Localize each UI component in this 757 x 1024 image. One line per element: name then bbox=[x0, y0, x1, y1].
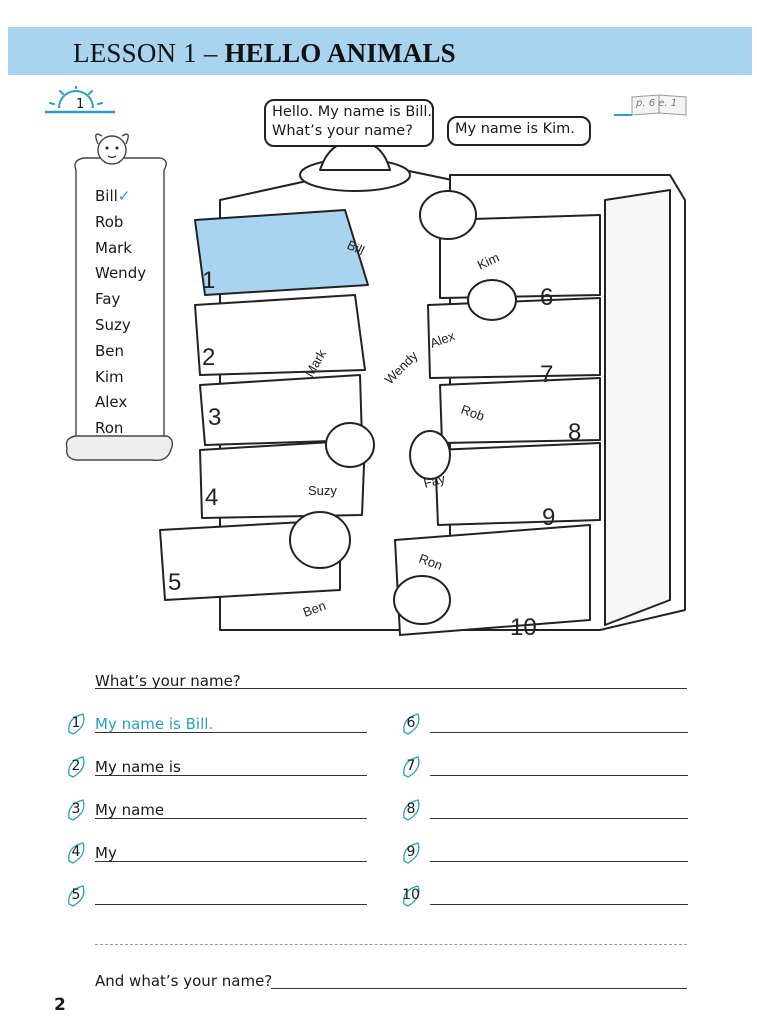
book-reference: p. 6 e. 1 bbox=[636, 98, 678, 109]
leaf-number-icon bbox=[68, 799, 85, 821]
answer-input[interactable] bbox=[95, 732, 367, 733]
answer-input[interactable] bbox=[95, 775, 367, 776]
drawer-number: 5 bbox=[168, 569, 181, 596]
answer-text: My name bbox=[95, 801, 165, 819]
lesson-title: LESSON 1 – HELLO ANIMALS bbox=[73, 38, 456, 69]
answer-row: 7 bbox=[400, 755, 690, 779]
row-number: 10 bbox=[402, 887, 420, 903]
answer-line bbox=[95, 688, 687, 689]
answer-row: 1 My name is Bill. bbox=[65, 712, 375, 736]
name-tag: Suzy bbox=[308, 483, 337, 498]
divider bbox=[95, 944, 687, 945]
row-number: 8 bbox=[406, 801, 416, 817]
answer-text: My name is bbox=[95, 758, 181, 776]
row-number: 6 bbox=[406, 715, 416, 731]
drawer-number: 9 bbox=[542, 504, 555, 531]
exercise-question: What’s your name? bbox=[95, 672, 241, 690]
answer-input[interactable] bbox=[430, 732, 688, 733]
leaf-number-icon bbox=[68, 885, 85, 907]
list-item: Kim bbox=[95, 367, 124, 386]
page-number: 2 bbox=[54, 995, 66, 1015]
chest-of-drawers-illustration: 1 2 3 4 5 6 7 8 9 10 Bill Kim Mark Alex … bbox=[159, 140, 686, 641]
answer-input[interactable] bbox=[430, 818, 688, 819]
bubble-line: What’s your name? bbox=[272, 123, 413, 139]
lesson-prefix: LESSON 1 – bbox=[73, 38, 225, 68]
answer-input[interactable] bbox=[95, 861, 367, 862]
drawer-number: 10 bbox=[510, 614, 537, 641]
row-number: 7 bbox=[406, 758, 416, 774]
list-item: Ron bbox=[95, 419, 124, 438]
animal-name-list: Bill✓ Rob Mark Wendy Fay Suzy Ben Kim Al… bbox=[95, 184, 146, 442]
answer-input[interactable] bbox=[430, 904, 688, 905]
row-number: 2 bbox=[71, 758, 81, 774]
answer-input[interactable] bbox=[430, 775, 688, 776]
list-item: Bill✓ bbox=[95, 184, 146, 210]
leaf-number-icon bbox=[403, 713, 420, 735]
answer-row: 10 bbox=[400, 884, 690, 908]
sun-badge-icon bbox=[45, 86, 115, 114]
list-item: Mark bbox=[95, 238, 132, 257]
row-number: 4 bbox=[71, 844, 81, 860]
list-item: Ben bbox=[95, 341, 125, 360]
name-tag: Fay bbox=[422, 471, 447, 491]
answer-row: 4 My bbox=[65, 841, 375, 865]
row-number: 9 bbox=[406, 844, 416, 860]
list-item: Fay bbox=[95, 290, 121, 309]
list-item: Alex bbox=[95, 393, 128, 412]
leaf-number-icon bbox=[403, 842, 420, 864]
drawer-number: 3 bbox=[208, 404, 221, 431]
book-reference-icon bbox=[614, 94, 687, 116]
leaf-number-icon bbox=[68, 713, 85, 735]
drawer-number: 8 bbox=[568, 419, 581, 446]
row-number: 1 bbox=[71, 715, 81, 731]
drawer-number: 2 bbox=[202, 344, 215, 371]
name-scroll-icon bbox=[65, 133, 174, 462]
drawer-number: 1 bbox=[202, 267, 215, 294]
leaf-number-icon bbox=[68, 842, 85, 864]
final-answer-input[interactable] bbox=[271, 988, 687, 989]
answer-text: My bbox=[95, 844, 117, 862]
list-item: Wendy bbox=[95, 264, 147, 283]
speech-bubble-bill: Hello. My name is Bill. What’s your name… bbox=[264, 99, 434, 147]
task-number: 1 bbox=[76, 97, 85, 112]
leaf-number-icon bbox=[403, 756, 420, 778]
drawer-number: 6 bbox=[540, 284, 553, 311]
answer-input[interactable] bbox=[95, 904, 367, 905]
row-number: 5 bbox=[71, 887, 81, 903]
answer-row: 6 bbox=[400, 712, 690, 736]
list-item: Rob bbox=[95, 212, 124, 231]
speech-bubble-kim: My name is Kim. bbox=[447, 116, 591, 146]
checkmark-icon: ✓ bbox=[117, 187, 131, 205]
bubble-line: Hello. My name is Bill. bbox=[272, 104, 432, 120]
drawer-number: 7 bbox=[540, 361, 553, 388]
answer-row: 3 My name bbox=[65, 798, 375, 822]
answer-row: 5 bbox=[65, 884, 375, 908]
final-question: And what’s your name? bbox=[95, 972, 273, 990]
answer-input[interactable] bbox=[430, 861, 688, 862]
drawer-number: 4 bbox=[205, 484, 218, 511]
list-item: Suzy bbox=[95, 315, 131, 334]
row-number: 3 bbox=[71, 801, 81, 817]
lesson-name: HELLO ANIMALS bbox=[224, 38, 456, 68]
answer-text: My name is Bill. bbox=[95, 715, 214, 733]
leaf-number-icon bbox=[403, 885, 420, 907]
name-tag: Ben bbox=[301, 598, 328, 620]
answer-row: 9 bbox=[400, 841, 690, 865]
leaf-number-icon bbox=[68, 756, 85, 778]
answer-input[interactable] bbox=[95, 818, 367, 819]
leaf-number-icon bbox=[403, 799, 420, 821]
answer-row: 2 My name is bbox=[65, 755, 375, 779]
answer-row: 8 bbox=[400, 798, 690, 822]
header-band bbox=[8, 27, 752, 75]
name-bill: Bill bbox=[95, 187, 118, 205]
name-tag: Bill bbox=[345, 237, 367, 258]
